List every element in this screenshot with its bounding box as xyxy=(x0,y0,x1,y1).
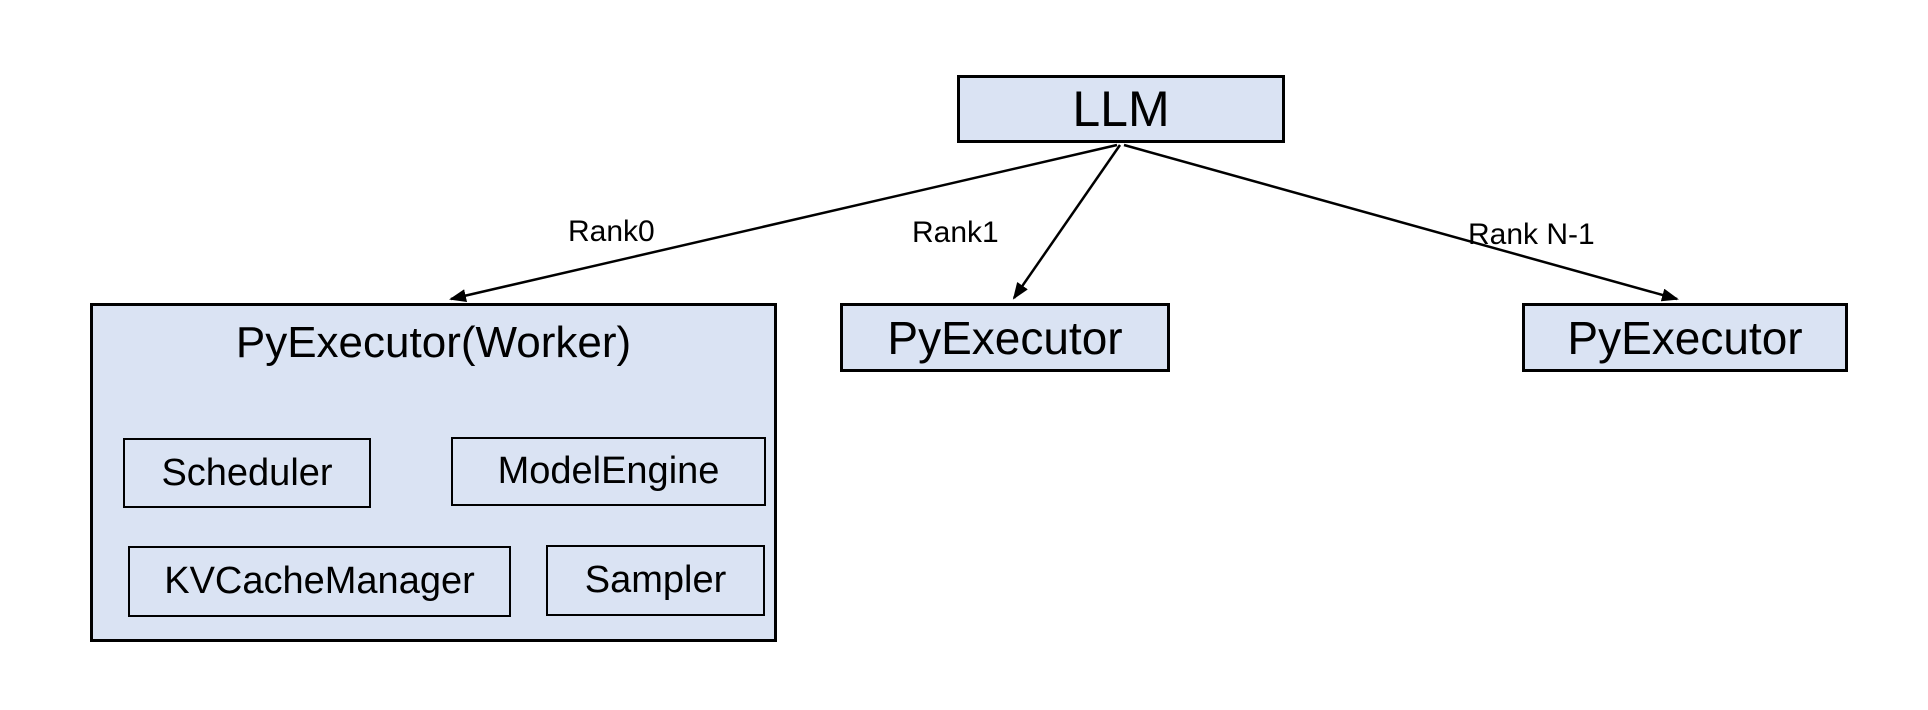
pyexecutor-rank-n-1-node: PyExecutor xyxy=(1522,303,1848,372)
pyexecutor-rank1-node: PyExecutor xyxy=(840,303,1170,372)
llm-node: LLM xyxy=(957,75,1285,143)
model-engine-node: ModelEngine xyxy=(451,437,766,506)
llm-node-label: LLM xyxy=(1072,81,1170,137)
scheduler-node-label: Scheduler xyxy=(161,451,333,494)
sampler-node: Sampler xyxy=(546,545,765,616)
kv-cache-manager-node-label: KVCacheManager xyxy=(164,560,475,602)
edge-line-rank1 xyxy=(1012,144,1122,300)
scheduler-node: Scheduler xyxy=(123,438,371,508)
edge-label-rank1: Rank1 xyxy=(912,216,999,249)
pyexecutor-rank1-node-label: PyExecutor xyxy=(887,311,1123,364)
edge-line-rank0 xyxy=(449,143,1118,302)
edge-label-rank0: Rank0 xyxy=(568,215,655,248)
pyexecutor-rank-n-1-node-label: PyExecutor xyxy=(1567,311,1803,364)
sampler-node-label: Sampler xyxy=(584,559,727,601)
pyexecutor-worker-node: PyExecutor(Worker) Scheduler ModelEngine… xyxy=(90,303,777,642)
pyexecutor-worker-title: PyExecutor(Worker) xyxy=(235,318,632,367)
kv-cache-manager-node: KVCacheManager xyxy=(128,546,511,617)
edge-label-rank-n-1: Rank N-1 xyxy=(1468,218,1595,251)
model-engine-node-label: ModelEngine xyxy=(497,450,720,492)
